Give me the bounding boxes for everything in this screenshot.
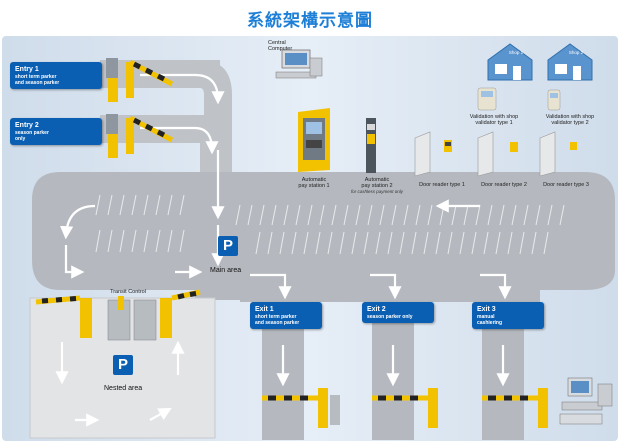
door-reader-2-label: Door reader type 2 <box>481 182 527 188</box>
exit-1-barrier <box>262 388 340 428</box>
nested-area-parking-sign: P <box>113 355 133 375</box>
transit-control-label: Transit Control <box>110 289 146 295</box>
validation-2-label-line-1: Validation with shop <box>545 114 595 120</box>
exit-1-title: Exit 1 <box>255 306 274 313</box>
exit-3-barrier <box>482 388 548 428</box>
pay-station-2-label-line-2: pay station 2 <box>361 183 393 189</box>
shop-1-icon <box>487 43 533 81</box>
pay-station-1-label: Automatic pay station 1 <box>286 177 342 189</box>
main-parking-area <box>32 172 615 300</box>
door-reader-1-label: Door reader type 1 <box>419 182 465 188</box>
entry-2-desc-line-2: only <box>15 136 26 142</box>
exit-2-title: Exit 2 <box>367 306 386 313</box>
shop-2-icon <box>547 43 593 81</box>
validation-1-label-line-2: validator type 1 <box>475 120 513 126</box>
exit-1-desc-line-1: short term parker <box>255 314 297 320</box>
pay-station-1-label-line-1: Automatic <box>301 177 327 183</box>
exit-3-desc-line-2: cashiering <box>477 320 503 326</box>
entry-1-desc-line-1: short term parker <box>15 74 57 80</box>
pay-station-2-label-line-1: Automatic <box>364 177 390 183</box>
cashier-terminal-icon <box>559 377 613 425</box>
central-computer-label-line-2: Computer <box>268 46 293 52</box>
exit-2-barrier <box>372 388 438 428</box>
central-computer-label-line-1: Central <box>268 40 286 46</box>
shop-validator-2-icon <box>547 89 561 111</box>
door-reader-3-label: Door reader type 3 <box>543 182 589 188</box>
traffic-flow-arrows <box>55 73 512 427</box>
entry-2-desc-line-1: season parker <box>15 130 49 136</box>
central-computer-label: Central Computer <box>268 40 316 52</box>
entry-1-barrier <box>106 58 174 102</box>
entry-2-barrier <box>106 114 174 158</box>
parking-stalls-upper <box>95 194 565 226</box>
pay-station-1-label-line-2: pay station 1 <box>298 183 330 189</box>
exit-3-title: Exit 3 <box>477 306 496 313</box>
exit-1-box: Exit 1 short term parker and season park… <box>250 302 322 329</box>
pay-station-1-icon <box>298 108 330 172</box>
exit-2-box: Exit 2 season parker only <box>362 302 434 323</box>
door-reader-3-icon <box>539 131 577 177</box>
entry-2-box: Entry 2 season parker only <box>10 118 102 145</box>
exit-2-desc-line-1: season parker only <box>367 314 413 320</box>
shop-2-label: Shop 2 <box>568 50 584 55</box>
validation-1-label: Validation with shop validator type 1 <box>462 114 526 126</box>
door-reader-2-icon <box>477 131 518 177</box>
transit-control-barrier <box>35 289 201 341</box>
validation-2-label: Validation with shop validator type 2 <box>538 114 602 126</box>
entry-1-title: Entry 1 <box>15 66 39 73</box>
nested-area-label: Nested area <box>104 385 143 392</box>
door-reader-1-icon <box>414 131 452 177</box>
exit-1-desc-line-2: and season parker <box>255 320 300 326</box>
exit-3-box: Exit 3 manual cashiering <box>472 302 544 329</box>
validation-1-label-line-1: Validation with shop <box>469 114 519 120</box>
main-area-label: Main area <box>210 267 242 274</box>
exit-3-desc-line-1: manual <box>477 314 495 320</box>
main-area-parking-sign: P <box>218 236 238 256</box>
parking-stalls-middle <box>95 229 549 255</box>
pay-station-2-label: Automatic pay station 2 for cashless pay… <box>348 177 406 195</box>
validation-2-label-line-2: validator type 2 <box>551 120 589 126</box>
shop-validator-1-icon <box>477 87 497 111</box>
entry-2-title: Entry 2 <box>15 122 39 129</box>
pay-station-2-note: for cashless payment only <box>350 189 404 194</box>
entry-1-box: Entry 1 short term parker and season par… <box>10 62 102 89</box>
pay-station-2-icon <box>366 118 376 173</box>
entry-1-desc-line-2: and season parker <box>15 80 60 86</box>
central-computer-icon <box>275 49 323 79</box>
shop-1-label: Shop 1 <box>508 50 524 55</box>
page-title: 系統架構示意圖 <box>247 11 373 31</box>
